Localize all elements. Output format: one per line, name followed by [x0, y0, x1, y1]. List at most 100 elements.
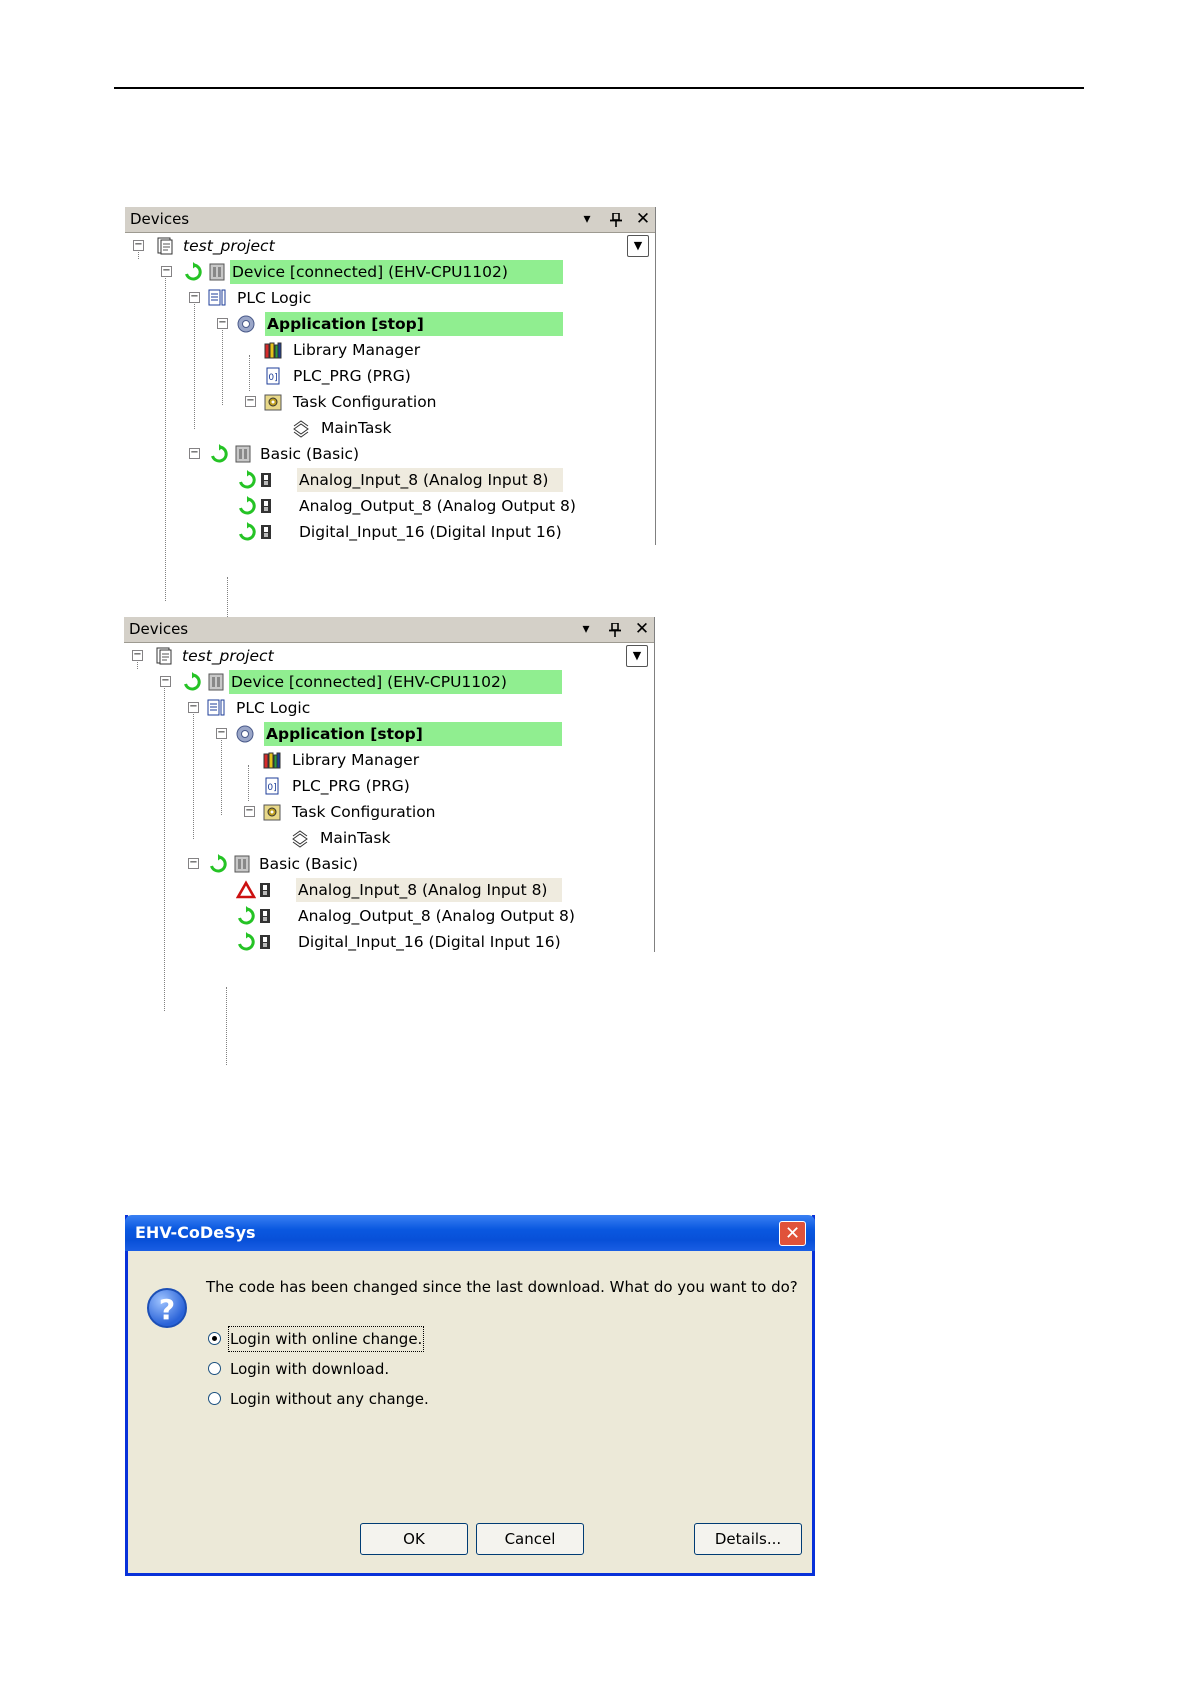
library-manager-icon: [262, 750, 282, 770]
connected-status-icon: [237, 496, 257, 516]
tree-item-label: Library Manager: [293, 341, 421, 359]
radio-no-change-indicator[interactable]: [208, 1392, 221, 1405]
dialog-message: The code has been changed since the last…: [206, 1278, 798, 1296]
panel-pin-icon[interactable]: [605, 207, 627, 232]
panel-close-icon[interactable]: ✕: [635, 209, 651, 229]
device-icon: [233, 444, 253, 464]
radio-online-change-indicator[interactable]: [208, 1332, 221, 1345]
tree-item-label: Analog_Input_8 (Analog Input 8): [299, 471, 549, 489]
collapse-toggle-icon[interactable]: −: [217, 317, 228, 329]
collapse-toggle-icon[interactable]: −: [188, 857, 199, 869]
tree-connector-line: [165, 271, 166, 601]
tree-item[interactable]: Analog_Output_8 (Analog Output 8): [124, 903, 624, 929]
tree-item[interactable]: 0]PLC_PRG (PRG): [124, 773, 624, 799]
tree-item[interactable]: − Basic (Basic): [124, 851, 624, 877]
tree-item[interactable]: − Task Configuration: [124, 799, 624, 825]
devices-panel: Devices ▾ ✕ ▼−test_project−Device [conne…: [125, 207, 656, 655]
collapse-toggle-icon[interactable]: −: [189, 447, 200, 459]
collapse-toggle-icon[interactable]: −: [216, 727, 227, 739]
ok-button[interactable]: OK: [360, 1523, 468, 1555]
tree-item-label: Task Configuration: [292, 803, 436, 821]
connected-highlight: [230, 260, 563, 284]
collapse-toggle-icon[interactable]: −: [161, 265, 172, 277]
tree-item[interactable]: −PLC Logic: [124, 695, 624, 721]
maintask-icon: [291, 418, 311, 438]
dialog-close-icon[interactable]: ✕: [779, 1221, 806, 1246]
tree-item[interactable]: −test_project: [124, 643, 624, 669]
tree-item-label: Application [stop]: [266, 725, 423, 743]
io-module-icon: [257, 470, 277, 490]
tree-dropdown-button[interactable]: ▼: [627, 235, 649, 257]
tree-item[interactable]: Analog_Input_8 (Analog Input 8): [124, 877, 624, 903]
panel-close-icon[interactable]: ✕: [634, 619, 650, 639]
collapse-toggle-icon[interactable]: −: [189, 291, 200, 303]
io-module-icon: [257, 522, 277, 542]
device-icon: [206, 672, 226, 692]
tree-item[interactable]: −Device [connected] (EHV-CPU1102): [124, 669, 624, 695]
tree-connector-line: [226, 987, 227, 1065]
radio-download-label[interactable]: Login with download.: [230, 1360, 390, 1378]
tree-item-label: Analog_Input_8 (Analog Input 8): [298, 881, 548, 899]
project-icon: [155, 236, 175, 256]
question-icon: ?: [147, 1288, 187, 1328]
radio-online-change-label[interactable]: Login with online change.: [227, 1326, 425, 1352]
tree-item-label: test_project: [183, 237, 275, 255]
prg-icon: 0]: [263, 366, 283, 386]
tree-item[interactable]: −PLC Logic: [125, 285, 625, 311]
panel-pin-icon[interactable]: [604, 617, 626, 642]
tree-item[interactable]: Analog_Input_8 (Analog Input 8): [125, 467, 625, 493]
collapse-toggle-icon[interactable]: −: [188, 701, 199, 713]
tree-item[interactable]: −Application [stop]: [125, 311, 625, 337]
tree-item[interactable]: − Basic (Basic): [125, 441, 625, 467]
prg-icon: 0]: [262, 776, 282, 796]
tree-item[interactable]: 0]PLC_PRG (PRG): [125, 363, 625, 389]
tree-item[interactable]: MainTask: [125, 415, 625, 441]
library-manager-icon: [263, 340, 283, 360]
panel-menu-dropdown-icon[interactable]: ▾: [583, 211, 591, 227]
tree-item[interactable]: − Application [stop]: [124, 721, 624, 747]
tree-item[interactable]: MainTask: [124, 825, 624, 851]
application-gear-icon: [236, 314, 256, 334]
tree-item-label: Analog_Output_8 (Analog Output 8): [299, 497, 576, 515]
tree-item-label: Basic (Basic): [260, 445, 360, 463]
header-rule: [114, 87, 1084, 89]
maintask-icon: [290, 828, 310, 848]
tree-item[interactable]: − Task Configuration: [125, 389, 625, 415]
tree-item[interactable]: Analog_Output_8 (Analog Output 8): [125, 493, 625, 519]
collapse-toggle-icon[interactable]: −: [245, 395, 256, 407]
connected-status-icon: [209, 444, 229, 464]
task-configuration-icon: [263, 392, 283, 412]
panel-title: Devices: [130, 210, 190, 228]
tree-item-label: Library Manager: [292, 751, 420, 769]
cancel-button[interactable]: Cancel: [476, 1523, 584, 1555]
tree-item-label: Analog_Output_8 (Analog Output 8): [298, 907, 575, 925]
tree-item[interactable]: Digital_Input_16 (Digital Input 16): [124, 929, 624, 955]
tree-connector-line: [248, 765, 249, 801]
panel-menu-dropdown-icon[interactable]: ▾: [582, 621, 590, 637]
tree-item-label: Task Configuration: [293, 393, 437, 411]
radio-download-indicator[interactable]: [208, 1362, 221, 1375]
tree-item-label: Basic (Basic): [259, 855, 359, 873]
project-icon: [154, 646, 174, 666]
ehv-codesys-dialog: EHV-CoDeSys ✕ ? The code has been change…: [125, 1215, 815, 1576]
tree-item[interactable]: Digital_Input_16 (Digital Input 16): [125, 519, 625, 545]
tree-connector-line: [194, 299, 195, 429]
radio-no-change-label[interactable]: Login without any change.: [230, 1390, 429, 1408]
tree-item-label: MainTask: [320, 829, 391, 847]
tree-item[interactable]: − Device [connected] (EHV-CPU1102): [125, 259, 625, 285]
details-button[interactable]: Details...: [694, 1523, 802, 1555]
tree-dropdown-button[interactable]: ▼: [626, 645, 648, 667]
tree-item[interactable]: − test_project: [125, 233, 625, 259]
collapse-toggle-icon[interactable]: −: [244, 805, 255, 817]
svg-text:0]: 0]: [267, 783, 276, 793]
tree-item-label: Device [connected] (EHV-CPU1102): [232, 263, 508, 281]
collapse-toggle-icon[interactable]: −: [132, 649, 143, 661]
tree-item-label: Digital_Input_16 (Digital Input 16): [298, 933, 561, 951]
device-icon: [207, 262, 227, 282]
tree-item[interactable]: Library Manager: [125, 337, 625, 363]
tree-item[interactable]: Library Manager: [124, 747, 624, 773]
collapse-toggle-icon[interactable]: −: [160, 675, 171, 687]
tree-connector-line: [227, 577, 228, 655]
collapse-toggle-icon[interactable]: −: [133, 239, 144, 251]
tree-item-label: MainTask: [321, 419, 392, 437]
